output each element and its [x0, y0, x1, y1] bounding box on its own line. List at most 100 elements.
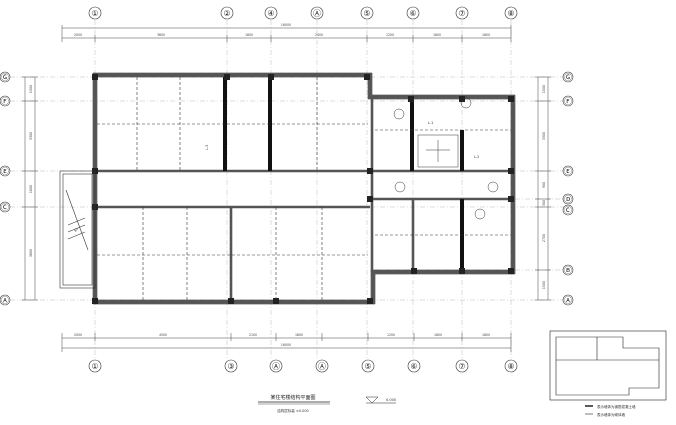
axis-bubble: ⑦ [455, 6, 469, 20]
axis-bubble: Ⓒ [0, 201, 11, 213]
interior-walls [95, 97, 513, 302]
axis-bubble: ③ [224, 359, 238, 373]
svg-text:Ⓕ: Ⓕ [564, 97, 572, 106]
svg-text:Ⓓ: Ⓓ [564, 195, 572, 204]
svg-text:⑦: ⑦ [458, 362, 465, 371]
dimension-text: 1800 [245, 33, 253, 37]
axis-bubble: Ⓖ [562, 71, 574, 83]
axis-bubble: Ⓕ [0, 95, 11, 107]
svg-text:⑧: ⑧ [507, 9, 514, 18]
dimension-text: 1800 [29, 185, 33, 193]
right-zone-annotations [393, 97, 499, 220]
dimension-text: 300 [542, 200, 546, 206]
key-plan [549, 330, 667, 401]
svg-text:Ⓒ: Ⓒ [1, 203, 9, 212]
legend: 表示墙体为钢筋混凝土墙 表示墙体为砌体墙 [585, 404, 636, 417]
svg-text:Ⓐ: Ⓐ [564, 296, 572, 305]
axis-bubble: Ⓐ [315, 359, 329, 373]
concrete-walls [223, 77, 464, 270]
svg-text:③: ③ [227, 362, 234, 371]
dimension-text: 3600 [29, 249, 33, 257]
detail-marker [460, 97, 472, 109]
right-dimension-lines [535, 76, 551, 301]
level-value: 0.000 [386, 398, 396, 402]
svg-text:Ⓔ: Ⓔ [1, 167, 9, 176]
axis-bubble: ② [220, 6, 234, 20]
opening-box [417, 134, 459, 168]
axis-bubble: Ⓐ [0, 294, 11, 306]
axis-bubble: ⑤ [360, 6, 374, 20]
axis-bubble: ⑧ [504, 6, 518, 20]
dimension-text: 2000 [74, 333, 82, 337]
svg-text:Ⓖ: Ⓖ [1, 73, 9, 82]
left-dimension-lines [22, 76, 38, 301]
dimension-text: 4500 [159, 333, 167, 337]
svg-text:④: ④ [267, 9, 274, 18]
dimension-text: 1800 [433, 33, 441, 37]
svg-text:⑧: ⑧ [507, 362, 514, 371]
axis-bubble: ⑥ [406, 6, 420, 20]
axis-bubble: Ⓒ [562, 204, 574, 216]
drawing-title: 某住宅楼结构平面图 [270, 394, 315, 401]
svg-text:Ⓒ: Ⓒ [564, 206, 572, 215]
bottom-dimension-texts: 2000 4500 2100 1800 1200 1800 1800 [74, 333, 490, 337]
beam-note: L-1 [428, 121, 433, 125]
top-axis-bubbles: ① ② ④ Ⓐ ⑤ ⑥ ⑦ ⑧ [88, 6, 518, 20]
beam-lines [97, 77, 511, 300]
top-dimension-lines [61, 25, 512, 42]
svg-text:②: ② [223, 9, 230, 18]
svg-text:Ⓕ: Ⓕ [1, 97, 9, 106]
svg-text:⑥: ⑥ [410, 362, 417, 371]
drawing-subtitle: 结构层标高 ±0.000 [277, 408, 309, 413]
axis-bubble: ① [88, 6, 102, 20]
detail-marker [393, 108, 405, 120]
right-axis-bubbles: Ⓖ Ⓕ Ⓔ Ⓓ Ⓒ Ⓑ Ⓐ [562, 71, 574, 306]
columns [92, 74, 514, 304]
axis-bubble: Ⓐ [310, 6, 324, 20]
axis-bubble: Ⓐ [562, 294, 574, 306]
legend-item: 表示墙体为钢筋混凝土墙 [597, 404, 636, 409]
dimension-text: 2400 [315, 33, 323, 37]
concrete-wall [460, 130, 464, 171]
bottom-total-dimension: 16000 [281, 343, 291, 347]
detail-marker [487, 181, 499, 193]
axis-bubble: ⑦ [455, 359, 469, 373]
dimension-text: 2000 [74, 33, 82, 37]
legend-item: 表示墙体为砌体墙 [597, 412, 625, 417]
left-dimension-texts: 1500 3300 1800 3600 [29, 85, 33, 257]
top-total-dimension: 16000 [281, 23, 291, 27]
axis-bubble: Ⓑ [562, 264, 574, 276]
axis-bubble: Ⓕ [562, 95, 574, 107]
dimension-text: 3600 [157, 33, 165, 37]
dimension-text: 1500 [29, 85, 33, 93]
dimension-text: 1500 [542, 281, 546, 289]
svg-text:Ⓐ: Ⓐ [1, 296, 9, 305]
beam-note: L-3 [205, 145, 209, 150]
dimension-text: 1200 [386, 33, 394, 37]
axis-bubble: ① [88, 359, 102, 373]
axis-bubble: ⑥ [407, 359, 421, 373]
dimension-text: 3300 [542, 132, 546, 140]
concrete-wall [460, 199, 464, 270]
dimension-text: 1800 [295, 333, 303, 337]
dimension-text: 3300 [29, 132, 33, 140]
dimension-text: 2700 [542, 234, 546, 242]
dimension-text: 1200 [387, 333, 395, 337]
left-axis-bubbles: Ⓖ Ⓕ Ⓔ Ⓒ Ⓐ [0, 71, 11, 306]
svg-text:Ⓑ: Ⓑ [564, 266, 572, 275]
axis-bubble: Ⓓ [562, 193, 574, 205]
svg-text:⑥: ⑥ [409, 9, 416, 18]
bottom-axis-bubbles: ① ③ Ⓐ Ⓐ ⑤ ⑥ ⑦ ⑧ [88, 359, 518, 373]
svg-text:①: ① [91, 9, 98, 18]
axis-bubble: ④ [264, 6, 278, 20]
svg-text:Ⓐ: Ⓐ [318, 362, 326, 371]
axis-bubble: ⑧ [504, 359, 518, 373]
bottom-dimension-lines [61, 333, 512, 352]
exterior-walls-inner [92, 72, 516, 305]
concrete-wall [410, 99, 414, 171]
detail-marker [474, 208, 486, 220]
dimension-text: 2100 [249, 333, 257, 337]
dimension-text: 1800 [482, 333, 490, 337]
axis-bubble: Ⓐ [269, 359, 283, 373]
